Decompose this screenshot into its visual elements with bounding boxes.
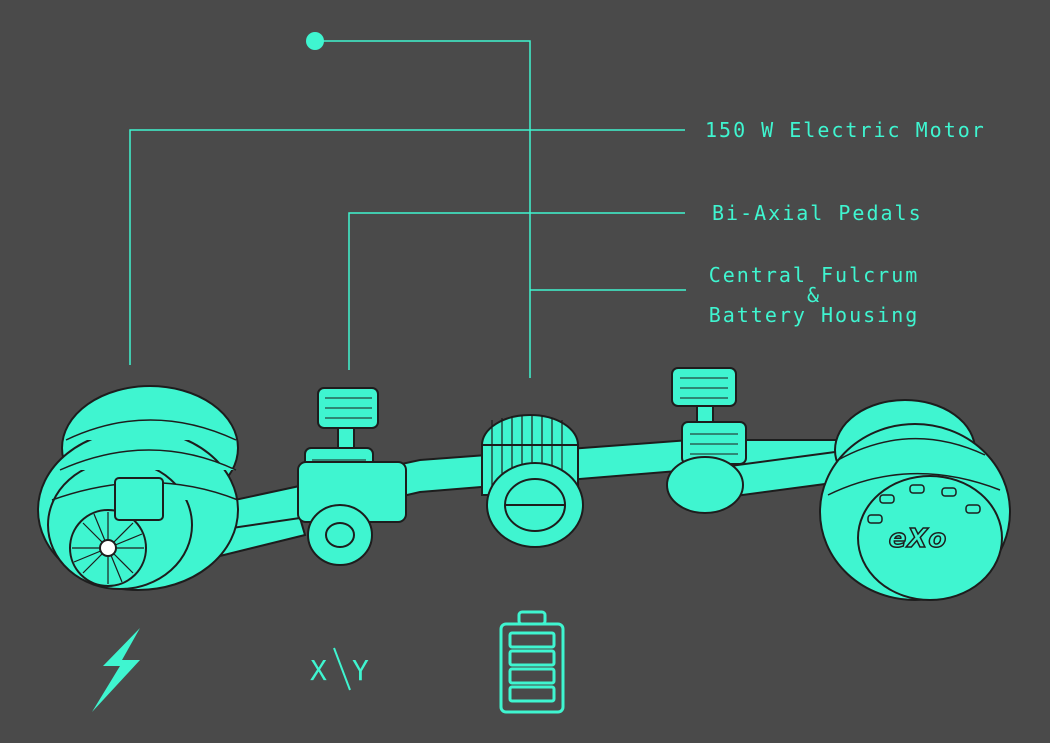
right-pedal-grip (680, 377, 738, 455)
right-pedal-assembly (666, 367, 747, 514)
power-icon-group (92, 628, 140, 712)
battery-cell-2 (508, 649, 556, 667)
axis-divider (333, 647, 351, 691)
motor-housing (114, 477, 164, 521)
axis-label-x: X (310, 654, 329, 687)
xy-axis-icon (333, 647, 351, 691)
battery-icon (499, 610, 565, 714)
left-pivot-hub (325, 522, 355, 548)
motor-leader-line (129, 129, 685, 365)
device-illustration (37, 367, 1011, 601)
leader-lines (129, 40, 686, 378)
left-wheel (37, 385, 239, 591)
battery-cell-3 (508, 667, 556, 685)
fulcrum-leader-dot (306, 32, 324, 50)
left-pedal-stem (337, 427, 355, 451)
wheel-logo: eXo (888, 523, 948, 555)
right-wheel (819, 399, 1011, 601)
left-pedal-assembly (297, 387, 407, 566)
battery-body (499, 622, 565, 714)
fulcrum-callout-line-1: Central Fulcrum (708, 263, 920, 287)
battery-terminal (517, 610, 547, 626)
fulcrum-callout: Central Fulcrum & Battery Housing (704, 265, 924, 325)
right-pedal-top (671, 367, 737, 407)
right-wheel-vents (867, 484, 981, 524)
fulcrum-callout-line-3: Battery Housing (708, 303, 920, 327)
battery-cell-4 (508, 685, 556, 703)
right-pivot-joint (666, 456, 744, 514)
pedals-callout: Bi-Axial Pedals (712, 201, 923, 225)
motor-hub (99, 539, 117, 557)
lightning-bolt-icon (92, 628, 140, 712)
fulcrum-leader-line (315, 40, 531, 378)
central-fulcrum (481, 414, 584, 548)
battery-cell-1 (508, 631, 556, 649)
pedals-leader-line (348, 212, 685, 370)
fulcrum-callout-line-2: & (806, 283, 822, 307)
axis-label-y: Y (352, 654, 371, 687)
motor-callout: 150 W Electric Motor (705, 118, 986, 142)
right-wheel-tread (827, 437, 1001, 496)
